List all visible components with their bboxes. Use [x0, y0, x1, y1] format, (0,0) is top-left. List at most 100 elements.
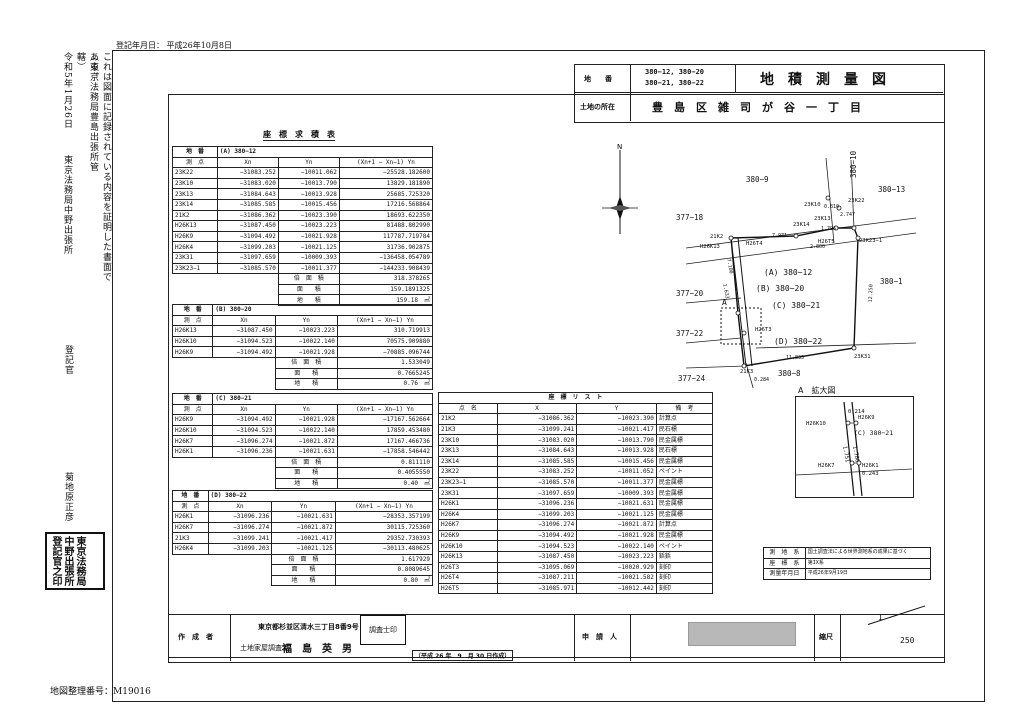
- sum-value: 0.8089645: [334, 564, 434, 576]
- sum-label: 地 積: [274, 378, 338, 390]
- table-cell: H26K1: [172, 511, 209, 523]
- table-cell: −10021.125: [277, 241, 340, 253]
- sum-label: 面 積: [277, 283, 340, 296]
- dim-7-100: 7.100: [725, 258, 734, 274]
- table-cell: −10011.377: [277, 262, 340, 275]
- table-cell: −10011.062: [277, 167, 340, 179]
- table-cell: −31096.236: [496, 497, 578, 510]
- table-cell: −10022.140: [274, 335, 338, 348]
- table-cell: −70885.096744: [336, 346, 434, 358]
- sum-label: 面 積: [271, 564, 336, 576]
- table-cell: H26K1: [438, 497, 498, 510]
- table-cell: −31096.236: [212, 445, 276, 458]
- table-cell: 23K22: [172, 167, 218, 179]
- table-cell: −31099.241: [496, 423, 578, 436]
- point-23k14: 23K14: [793, 222, 810, 228]
- table-cell: −10023.223: [277, 220, 340, 232]
- inset-point-h26k7: H26K7: [818, 463, 835, 469]
- inset-title: A 拡大図: [798, 386, 836, 395]
- author-address: 東京都杉並区清水三丁目8番9号: [258, 623, 359, 631]
- table-cell: −10021.417: [271, 532, 336, 544]
- table-cell: −31083.252: [216, 167, 279, 179]
- col-header: Yn: [274, 314, 338, 327]
- inset-point-h26k1: H26K1: [862, 463, 879, 469]
- table-cell: −10013.928: [576, 444, 657, 457]
- inset-map: H26K10 H26K9 H26K7 H26K1 0.214 0.243 1.7…: [796, 401, 912, 496]
- table-cell: 31736.902875: [338, 241, 434, 253]
- sum-value: 0.80 ㎡: [334, 574, 434, 587]
- table-cell: −31085.570: [496, 476, 578, 489]
- col-header: Yn: [277, 156, 340, 169]
- table-cell: 29352.730393: [334, 532, 434, 544]
- table-cell: −31095.069: [496, 561, 578, 574]
- table-cell: −10013.790: [277, 177, 340, 190]
- sum-value: 159.1891325: [338, 283, 434, 296]
- map-number: 地図整理番号：M19016: [50, 687, 151, 697]
- sum-value: 0.40 ㎡: [336, 477, 434, 490]
- survey-points: [728, 195, 861, 369]
- lot-d-label: 地 番: [172, 490, 209, 502]
- point-23k31: 23K31: [854, 354, 871, 360]
- table-cell: −31083.252: [496, 466, 578, 478]
- table-cell: 測量年月日: [763, 568, 806, 580]
- table-cell: −10021.928: [277, 230, 340, 243]
- table-cell: −31094.523: [496, 540, 578, 552]
- table-cell: −10021.631: [274, 445, 338, 458]
- table-cell: −10021.631: [576, 497, 657, 510]
- table-cell: H26T4: [438, 572, 498, 584]
- table-cell: H26K4: [172, 542, 209, 555]
- table-cell: −10020.929: [576, 561, 657, 574]
- table-cell: 23K14: [438, 455, 498, 468]
- table-cell: H26K10: [171, 335, 214, 348]
- table-cell: −31087.450: [216, 220, 279, 232]
- table-cell: 21K3: [172, 532, 209, 544]
- area-table-title: 座 標 求 積 表: [263, 130, 335, 141]
- col-header: Xn: [212, 403, 276, 416]
- lot-b-name: (B) 380−20: [212, 304, 433, 316]
- table-cell: 17167.466736: [336, 435, 434, 447]
- lot-b-table: 地 番(B) 380−20 測 点 Xn Yn (Xn+1 − Xn−1) Yn…: [171, 304, 434, 390]
- survey-map: N 380−9 380−10 380−13 377−18 380−1 377−2…: [602, 143, 917, 388]
- table-cell: 23K22: [438, 466, 498, 478]
- lot-a-label: 地 番: [172, 146, 218, 158]
- table-cell: −31094.492: [212, 346, 276, 358]
- table-cell: H26K10: [438, 540, 498, 552]
- table-cell: −10009.393: [576, 487, 657, 499]
- table-row: 23K31−31097.659−10009.393−136458.054789: [172, 251, 434, 264]
- table-cell: −31087.450: [212, 325, 276, 337]
- table-cell: 21K2: [172, 209, 218, 222]
- col-header: 備 考: [655, 402, 714, 415]
- sum-spacer: [173, 565, 272, 576]
- col-header: Xn: [212, 314, 276, 327]
- inset-dim-1-751: 1.751: [841, 446, 850, 463]
- table-cell: H26K9: [172, 230, 218, 243]
- header-vline2: [735, 64, 736, 92]
- table-cell: −31086.362: [216, 209, 279, 222]
- drawing-title: 地 積 測 量 図: [760, 72, 886, 88]
- lot-label-377-20: 377−20: [676, 289, 704, 298]
- table-cell: −10013.790: [576, 434, 657, 446]
- table-cell: H26K13: [438, 550, 498, 563]
- point-23k23-1: 23K23−1: [859, 238, 882, 244]
- table-row: 測 地 系国土調査法による世界測地系の成果に基づく: [763, 547, 932, 559]
- table-row: 23K23−1−31085.570−10011.377−144233.90843…: [172, 262, 434, 275]
- dim-2-800: 2.800: [810, 244, 825, 250]
- table-cell: −10009.393: [277, 251, 340, 264]
- table-cell: −10023.223: [274, 325, 338, 337]
